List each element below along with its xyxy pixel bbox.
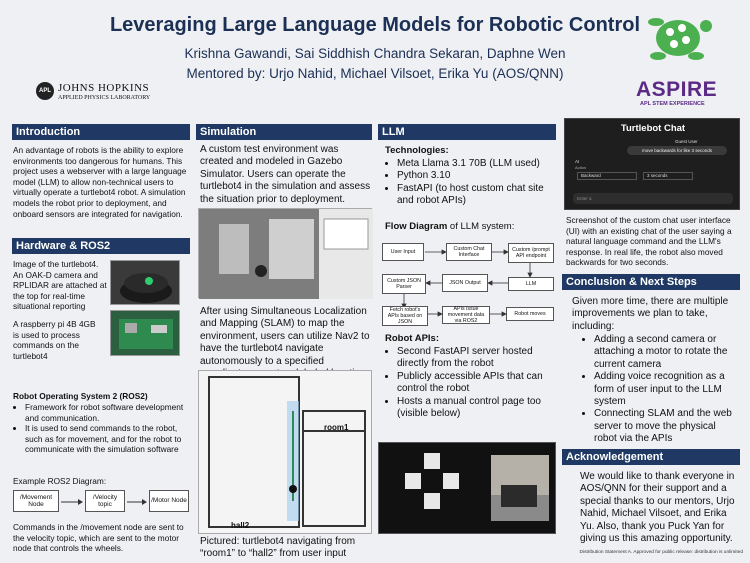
- ros-bullet: It is used to send commands to the robot…: [25, 423, 191, 455]
- tech-item: Meta Llama 3.1 70B (LLM used): [397, 158, 555, 170]
- flow-title: Flow Diagram of LLM system:: [385, 221, 515, 233]
- acknowledgement-text: We would like to thank everyone in AOS/Q…: [580, 471, 735, 545]
- tech-item: FastAPI (to host custom chat site and ro…: [397, 183, 555, 208]
- flow-node-json: JSON Output: [442, 274, 488, 292]
- api-item: Second FastAPI server hosted directly fr…: [397, 346, 555, 371]
- introduction-text: An advantage of robots is the ability to…: [13, 145, 187, 219]
- api-title: Robot APIs:: [385, 333, 440, 344]
- circuit-board-icon: [119, 319, 173, 349]
- conclusion-list: Adding a second camera or attaching a mo…: [582, 334, 738, 446]
- diagram-label: Example ROS2 Diagram:: [13, 476, 107, 486]
- conclusion-header: Conclusion & Next Steps: [562, 274, 740, 290]
- flow-node-apis: APIs issue movement data via ROS2: [442, 306, 490, 324]
- flow-diagram: User Input Custom Chat Interface Custom …: [380, 240, 556, 328]
- manual-control-page: [378, 442, 556, 534]
- ros-node-movement: /Movement Node: [13, 490, 59, 512]
- hardware-header: Hardware & ROS2: [12, 238, 190, 254]
- poster-authors: Krishna Gawandi, Sai Siddhish Chandra Se…: [0, 44, 750, 84]
- authors-line: Krishna Gawandi, Sai Siddhish Chandra Se…: [184, 46, 566, 61]
- ros-footer-text: Commands in the /movement node are sent …: [13, 522, 184, 554]
- jhu-logo: APL JOHNS HOPKINS APPLIED PHYSICS LABORA…: [36, 80, 186, 110]
- simulation-text-1: A custom test environment was created an…: [200, 144, 371, 205]
- up-arrow-button[interactable]: [424, 453, 440, 469]
- distribution-statement: Distribution Statement A. Approved for p…: [579, 550, 743, 555]
- mentors-line: Mentored by: Urjo Nahid, Michael Vilsoet…: [186, 66, 564, 81]
- down-arrow-button[interactable]: [424, 493, 440, 509]
- flow-node-fetch: Fetch robot's APIs based on JSON: [382, 306, 428, 326]
- chat-action: Action: [575, 165, 587, 170]
- aspire-text: ASPIRE: [636, 78, 718, 101]
- turtlebot-photo: [110, 260, 180, 305]
- chat-ui-screenshot: Turtlebot Chat Guest User move backwards…: [564, 118, 740, 210]
- poster-title: Leveraging Large Language Models for Rob…: [109, 14, 641, 36]
- flow-arrows: [401, 249, 533, 317]
- pi-text: A raspberry pi 4B 4GB is used to process…: [13, 319, 96, 361]
- arrow-right-icon: [61, 499, 83, 505]
- conclusion-item: Adding voice recognition as a form of us…: [594, 371, 738, 408]
- api-item: Publicly accessible APIs that can contro…: [397, 371, 555, 396]
- simulation-caption: Pictured: turtlebot4 navigating from “ro…: [200, 536, 356, 560]
- map-label-hall2: hall2: [231, 521, 250, 530]
- chat-duration: 3 seconds: [643, 172, 693, 180]
- jhu-name: JOHNS HOPKINS: [58, 82, 150, 94]
- introduction-header: Introduction: [12, 124, 190, 140]
- ros-diagram: /Movement Node /Velocity topic /Motor No…: [13, 490, 191, 514]
- right-arrow-button[interactable]: [443, 473, 459, 489]
- chat-title: Turtlebot Chat: [620, 123, 686, 134]
- flow-title-rest: of LLM system:: [447, 221, 515, 232]
- map-label-room1: room1: [324, 423, 349, 432]
- llm-header: LLM: [378, 124, 556, 140]
- api-item: Hosts a manual control page too (visible…: [397, 396, 555, 421]
- raspberry-pi-photo: [110, 310, 180, 356]
- robot-icon: [120, 273, 172, 303]
- arrow-right-icon: [127, 499, 147, 505]
- flow-node-parser: Custom JSON Parser: [382, 274, 426, 294]
- conclusion-item: Connecting SLAM and the web server to mo…: [594, 408, 738, 445]
- chat-direction: Backward: [577, 172, 637, 180]
- ros-node-velocity: /Velocity topic: [85, 490, 125, 512]
- tech-title: Technologies:: [385, 145, 449, 156]
- left-arrow-button[interactable]: [405, 473, 421, 489]
- gazebo-screenshot: [198, 208, 373, 299]
- slam-map: room1 hall2: [198, 370, 372, 534]
- conclusion-intro: Given more time, there are multiple impr…: [572, 296, 729, 332]
- flow-title-bold: Flow Diagram: [385, 221, 448, 232]
- tech-list: Meta Llama 3.1 70B (LLM used) Python 3.1…: [385, 158, 555, 208]
- chat-input[interactable]: Enter a: [573, 193, 733, 204]
- api-list: Second FastAPI server hosted directly fr…: [385, 346, 555, 420]
- flow-node-chat: Custom Chat Interface: [446, 243, 492, 261]
- tech-item: Python 3.10: [397, 170, 555, 182]
- chat-guest: Guest User: [675, 139, 698, 144]
- ros-node-motor: /Motor Node: [149, 490, 189, 512]
- chat-ai-label: AI: [575, 159, 580, 164]
- ros-title: Robot Operating System 2 (ROS2): [13, 391, 148, 401]
- flow-node-prompt: Custom /prompt API endpoint: [508, 243, 554, 263]
- flow-node-user-input: User Input: [382, 243, 424, 261]
- nav-map-graphic: [208, 376, 366, 528]
- acknowledgement-header: Acknowledgement: [562, 449, 740, 465]
- flow-node-robot: Robot moves: [506, 307, 554, 321]
- ros-bullet: Framework for robot software development…: [25, 402, 191, 423]
- conclusion-item: Adding a second camera or attaching a mo…: [594, 334, 738, 371]
- ros-bullets: Framework for robot software development…: [13, 402, 191, 455]
- aspire-sub: APL STEM EXPERIENCE: [640, 101, 705, 107]
- simulation-header: Simulation: [196, 124, 372, 140]
- simulation-scene-icon: [199, 209, 373, 299]
- apl-badge-icon: APL: [36, 82, 54, 100]
- chat-user-message: move backwards for like 3 seconds: [627, 146, 727, 155]
- turtle-icon: [648, 18, 712, 60]
- camera-view-icon: [491, 455, 549, 507]
- chat-caption: Screenshot of the custom chat user inter…: [566, 215, 732, 268]
- turtlebot-text: Image of the turtlebot4. An OAK-D camera…: [13, 259, 107, 312]
- aspire-logo: ASPIRE APL STEM EXPERIENCE: [630, 8, 730, 108]
- flow-node-llm: LLM: [508, 277, 554, 291]
- jhu-sub: APPLIED PHYSICS LABORATORY: [58, 95, 151, 101]
- camera-feed: [491, 455, 549, 521]
